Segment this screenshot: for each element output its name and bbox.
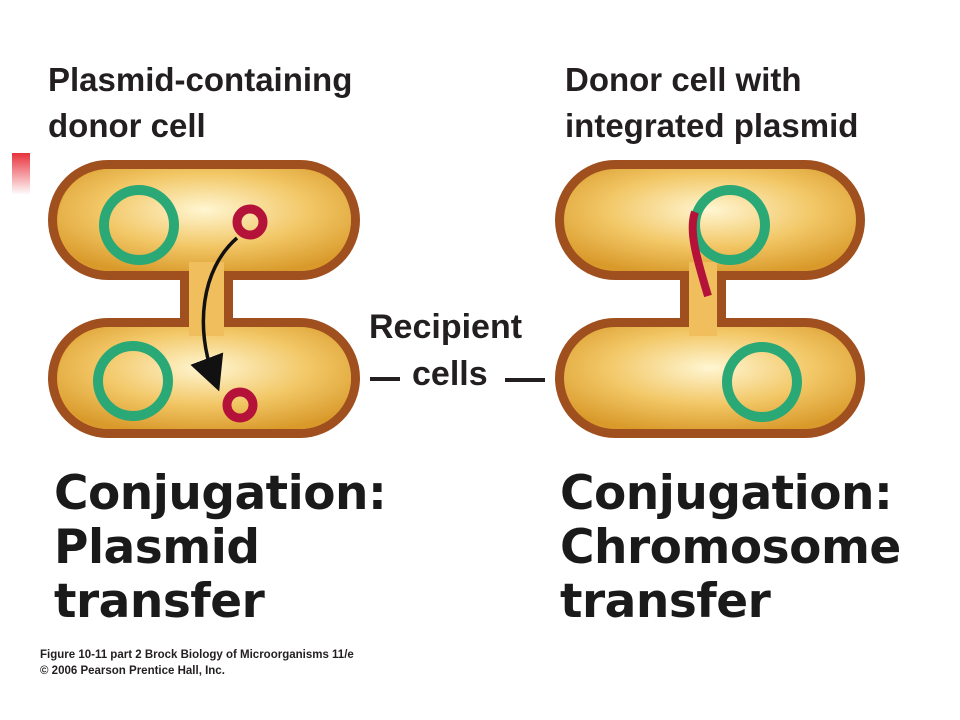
- recipient-cytoplasm-right: [564, 327, 856, 429]
- chromosome-donor-left: [99, 185, 179, 265]
- chromosome-recipient-left: [93, 341, 173, 421]
- plasmid-donor: [232, 204, 268, 240]
- right-heading: Donor cell with integrated plasmid: [565, 61, 859, 144]
- integrated-plasmid-strand: [688, 210, 712, 298]
- left-caption: Conjugation: Plasmid transfer: [54, 466, 387, 629]
- plasmid-recipient: [222, 387, 258, 423]
- right-caption: Conjugation: Chromosome transfer: [560, 466, 901, 629]
- donor-cytoplasm-right: [564, 169, 856, 271]
- recipient-label-line1: Recipient: [369, 308, 523, 346]
- chromosome-recipient-right: [722, 342, 802, 422]
- figure-credit: Figure 10-11 part 2 Brock Biology of Mic…: [40, 649, 354, 677]
- left-heading: Plasmid-containing donor cell: [48, 61, 353, 144]
- accent-bar: [12, 153, 30, 195]
- recipient-label-line2: cells: [412, 355, 488, 393]
- transfer-arrow: [190, 236, 239, 392]
